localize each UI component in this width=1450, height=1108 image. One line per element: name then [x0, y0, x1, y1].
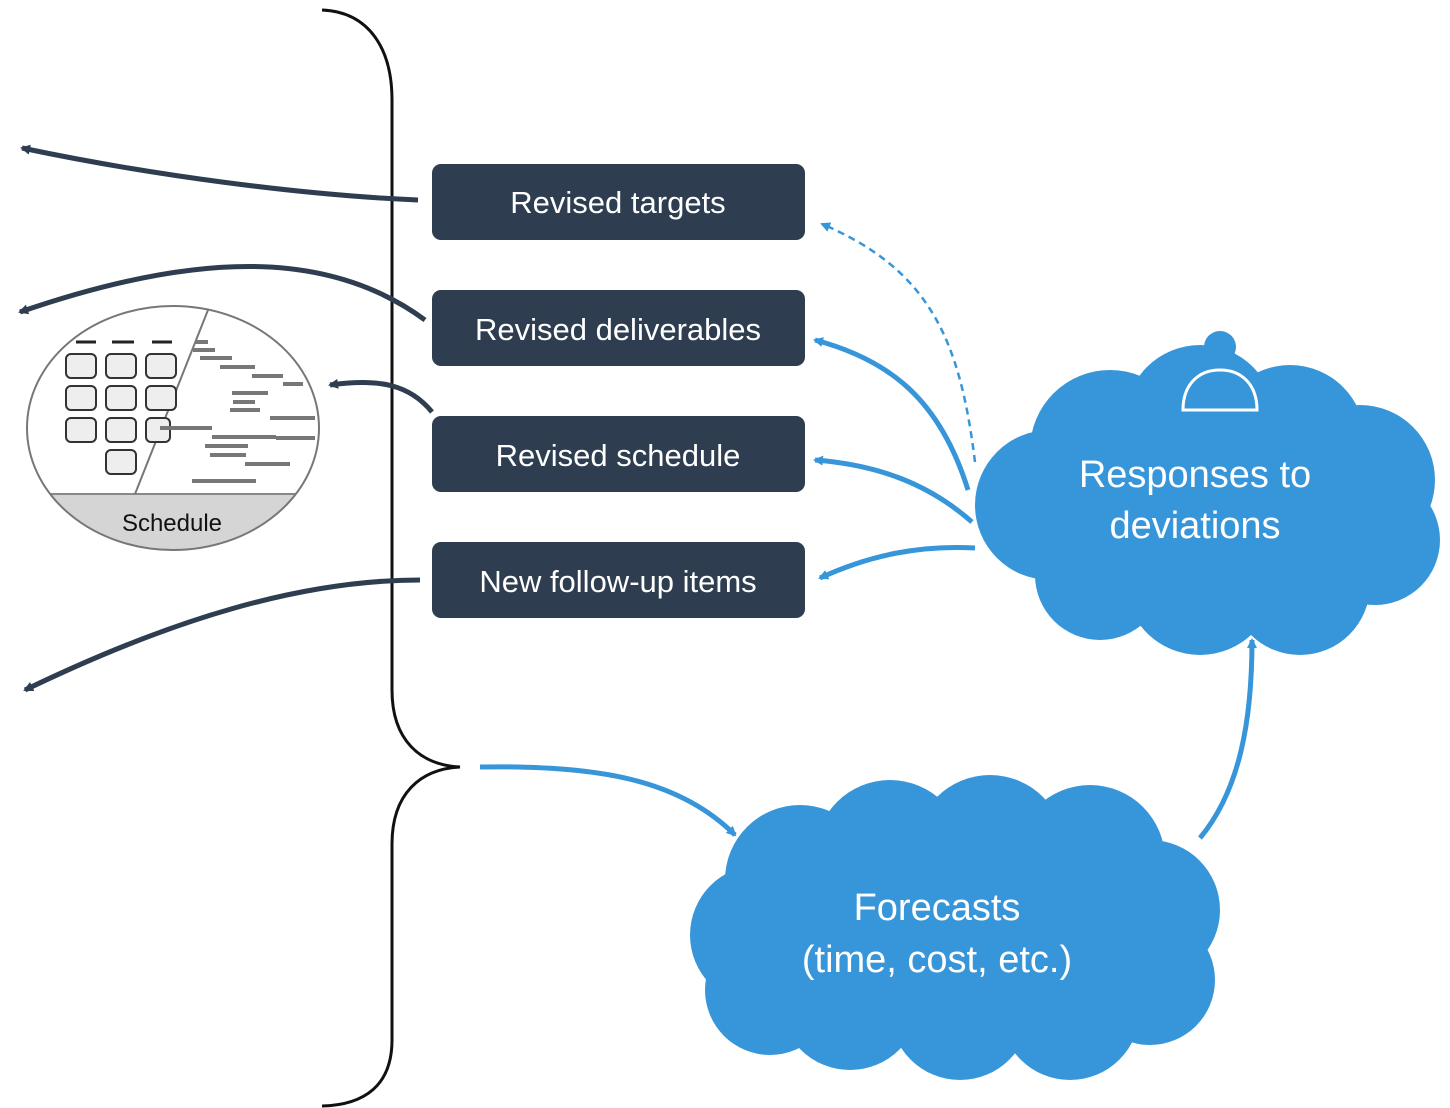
box-revised-schedule-label: Revised schedule — [496, 438, 741, 473]
arrow-targets-out — [20, 144, 419, 203]
arrow-brace-to-forecasts — [479, 764, 737, 837]
arrow-schedule-out — [328, 378, 434, 414]
schedule-caption: Schedule — [122, 510, 222, 537]
arrow-responses-to-followup — [818, 545, 976, 581]
curly-brace — [321, 8, 461, 1108]
box-new-follow-up-items-label: New follow-up items — [479, 564, 756, 599]
person-icon — [1181, 331, 1259, 412]
box-revised-targets-label: Revised targets — [510, 185, 725, 220]
arrow-responses-to-deliverables — [813, 337, 971, 491]
box-new-follow-up-items: New follow-up items — [432, 542, 805, 618]
forecasts-line1: Forecasts — [854, 887, 1021, 929]
arrow-followup-out — [23, 577, 421, 693]
arrow-responses-to-targets — [820, 222, 977, 463]
box-revised-deliverables: Revised deliverables — [432, 290, 805, 366]
box-revised-deliverables-label: Revised deliverables — [475, 312, 761, 347]
schedule-illustration: Schedule — [26, 305, 320, 551]
arrow-responses-to-schedule — [813, 455, 974, 524]
cloud-forecasts: Forecasts (time, cost, etc.) — [690, 775, 1220, 1080]
arrow-forecasts-to-responses — [1198, 638, 1257, 840]
cloud-responses-to-deviations: Responses to deviations — [975, 345, 1440, 655]
responses-line1: Responses to — [1079, 454, 1311, 496]
arrow-deliverables-out — [18, 263, 427, 323]
forecasts-line2: (time, cost, etc.) — [802, 939, 1072, 981]
box-revised-targets: Revised targets — [432, 164, 805, 240]
box-revised-schedule: Revised schedule — [432, 416, 805, 492]
responses-line2: deviations — [1109, 505, 1280, 547]
